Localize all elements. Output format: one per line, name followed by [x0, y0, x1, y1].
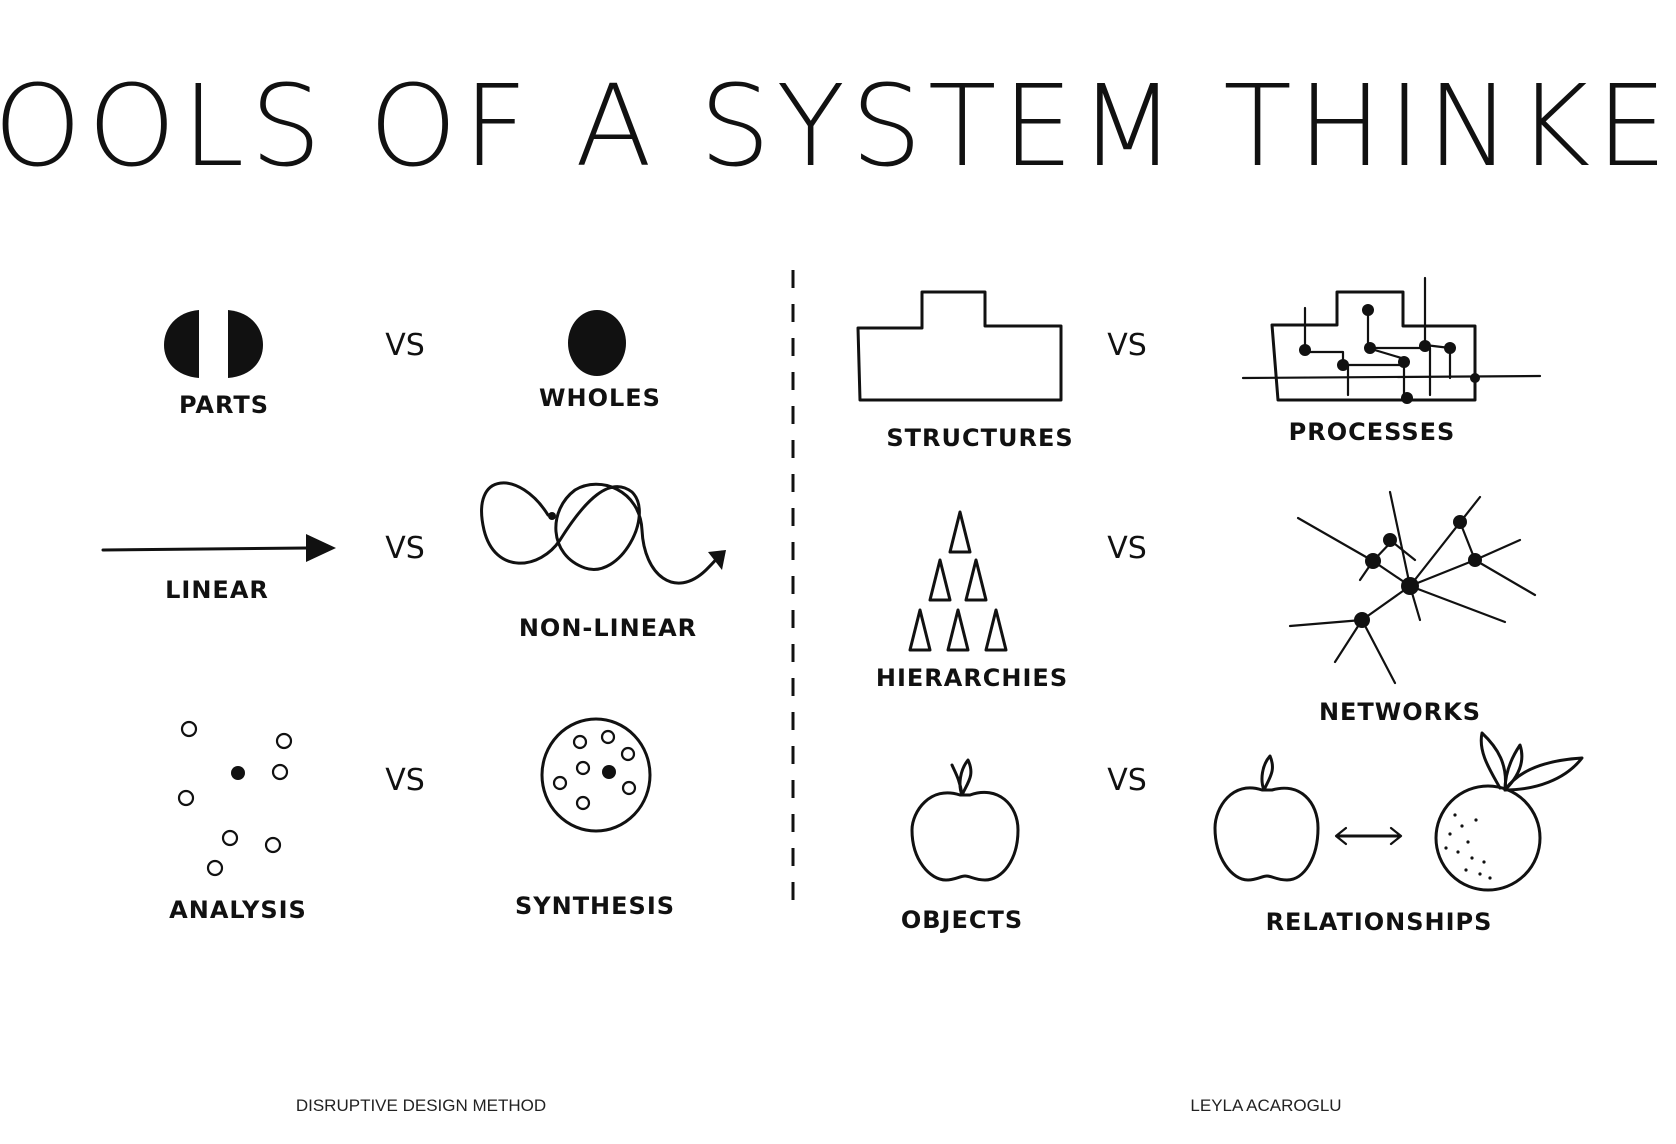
parts-label: PARTS	[179, 391, 269, 419]
contained-dots-icon	[540, 717, 652, 833]
loopy-arrow-icon	[480, 481, 726, 585]
process-flow-icon	[1241, 276, 1542, 404]
vs-label-left-2: VS	[385, 531, 425, 566]
hierarchies-label: HIERARCHIES	[876, 664, 1068, 692]
non-linear-label: NON-LINEAR	[519, 614, 697, 642]
vs-label-left-1: VS	[385, 328, 425, 363]
vs-label-right-3: VS	[1107, 763, 1147, 798]
triangle-pyramid-icon	[908, 510, 1008, 652]
vs-label-right-1: VS	[1107, 328, 1147, 363]
filled-circle-icon	[568, 310, 626, 376]
block-outline-icon	[856, 290, 1063, 402]
synthesis-label: SYNTHESIS	[515, 892, 675, 920]
networks-label: NETWORKS	[1319, 698, 1481, 726]
apple-icon	[910, 758, 1020, 882]
footer-right: LEYLA ACAROGLU	[1190, 1096, 1341, 1115]
apple-orange-relation-icon	[1213, 731, 1584, 892]
straight-arrow-icon	[101, 534, 336, 562]
vs-label-right-2: VS	[1107, 531, 1147, 566]
scattered-dots-icon	[177, 720, 293, 877]
page-title: TOOLS OF A SYSTEM THINKER	[0, 62, 1676, 192]
structures-label: STRUCTURES	[886, 424, 1073, 452]
objects-label: OBJECTS	[901, 906, 1023, 934]
vs-label-left-3: VS	[385, 763, 425, 798]
network-graph-icon	[1288, 490, 1537, 685]
footer-left: DISRUPTIVE DESIGN METHOD	[296, 1096, 546, 1115]
analysis-label: ANALYSIS	[169, 896, 307, 924]
linear-label: LINEAR	[165, 576, 269, 604]
relationships-label: RELATIONSHIPS	[1266, 908, 1493, 936]
split-circle-icon	[164, 310, 263, 378]
wholes-label: WHOLES	[539, 384, 661, 412]
processes-label: PROCESSES	[1289, 418, 1456, 446]
